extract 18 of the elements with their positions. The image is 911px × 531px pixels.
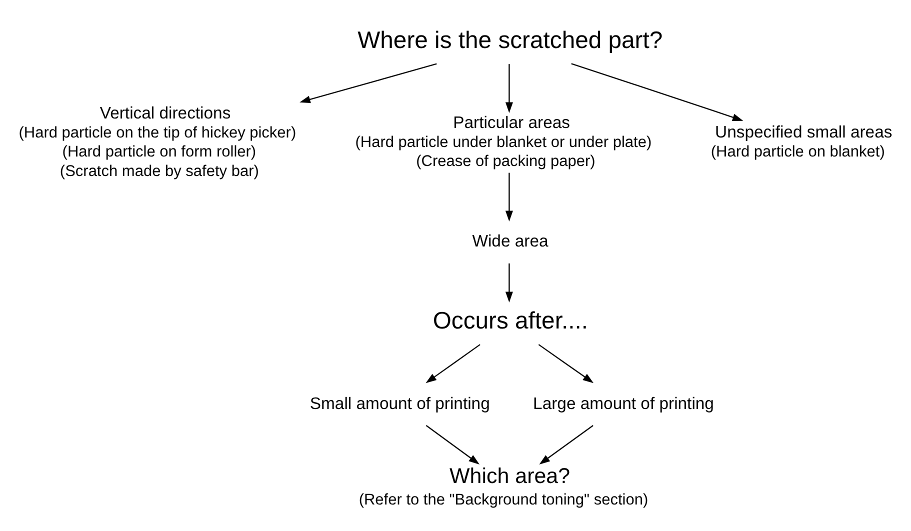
node-text: Where is the scratched part?	[358, 26, 663, 54]
node-text: Particular areas (Hard particle under blanket or under plate) (Crease of packing paper)	[355, 112, 652, 170]
node-text: Wide area	[472, 231, 548, 250]
arrow	[300, 62, 437, 103]
arrow	[538, 344, 594, 383]
arrow	[539, 424, 594, 464]
node-text: Large amount of printing	[533, 393, 714, 412]
arrow	[426, 424, 480, 464]
node-text: Occurs after....	[432, 307, 588, 334]
arrow	[571, 62, 744, 120]
arrow	[505, 262, 513, 302]
node-text: Which area? (Refer to the "Background toning" section)	[358, 464, 648, 508]
node-text: Small amount of printing	[310, 393, 490, 412]
node-text: Vertical directions (Hard particle on the tip of hickey picker) (Hard particle on form roller) (Scratch made by safety bar)	[18, 102, 296, 180]
arrow	[505, 64, 513, 113]
arrow	[426, 344, 480, 383]
node-text: Unspecified small areas (Hard particle on blanket)	[710, 122, 892, 160]
arrow	[505, 172, 513, 222]
